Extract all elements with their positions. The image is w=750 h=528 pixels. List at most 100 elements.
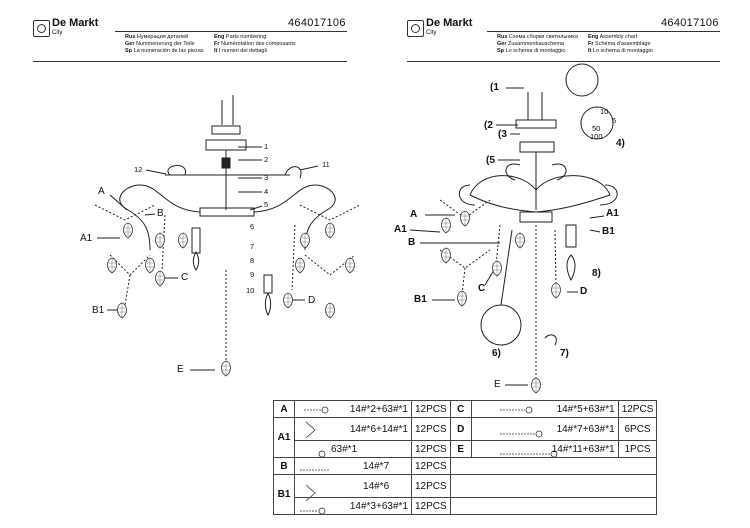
lang-line: It Lo schema di montaggio (588, 48, 653, 54)
step-label-1: (1 (490, 82, 499, 93)
dim-5: 5 (612, 116, 617, 125)
label-part-3: 3 (264, 173, 269, 182)
logo-sub: City (52, 30, 63, 36)
step-label-8: 8) (592, 268, 601, 279)
part-code: B1 (273, 474, 295, 515)
part-qty: 12PCS (617, 400, 658, 418)
logo-mark-icon (33, 19, 50, 37)
part-desc: 14#*2+63#*1 (294, 400, 412, 418)
part-qty: 12PCS (411, 497, 451, 515)
lang-block-left: Rus Нумерация деталей Ger Nummerierung d… (125, 34, 204, 55)
label-part-4: 4 (264, 187, 269, 196)
part-desc: 14#*11+63#*1 (470, 440, 619, 458)
label-e: E (177, 364, 184, 375)
header-rule (115, 31, 347, 32)
label-b1: B1 (414, 294, 427, 305)
lang-line: Ger Zusammenbauschema (497, 41, 564, 47)
lang-line: Ger Nummerierung der Teile (125, 41, 195, 47)
label-b1: B1 (92, 305, 105, 316)
table-row: B 14#*7 12PCS (273, 457, 658, 475)
product-code: 464017106 (288, 17, 346, 29)
lang-line: Fr Schéma d'assemblage (588, 41, 651, 47)
label-c: C (181, 272, 189, 283)
logo-sub: City (426, 30, 437, 36)
step-label-6: 6) (492, 348, 501, 359)
empty-cell (449, 497, 658, 515)
label-e: E (494, 379, 501, 390)
part-code: C (449, 400, 472, 418)
label-a1-arm: A1 (606, 208, 619, 219)
part-qty: 12PCS (411, 440, 451, 458)
part-qty: 12PCS (411, 474, 451, 498)
lang-line: Eng Assembly chart (588, 34, 638, 40)
part-desc: 14#*6 (294, 474, 412, 498)
part-qty: 12PCS (411, 400, 451, 418)
part-code: A1 (273, 417, 295, 458)
part-desc: 14#*5+63#*1 (470, 400, 619, 418)
empty-cell (449, 457, 658, 475)
label-c: C (478, 283, 486, 294)
label-part-5: 5 (264, 200, 269, 209)
part-qty: 12PCS (411, 457, 451, 475)
table-row: B1 14#*6 12PCS (273, 474, 658, 515)
part-desc: 14#*3+63#*1 (294, 497, 412, 515)
label-part-7: 7 (250, 242, 255, 251)
part-qty: 6PCS (617, 417, 658, 441)
product-code: 464017106 (661, 17, 719, 29)
lang-line: Sp Lo schema di montaggio (497, 48, 566, 54)
step-label-3: (3 (498, 129, 507, 140)
step-label-5: (5 (486, 155, 495, 166)
logo-name: De Markt (426, 17, 473, 29)
part-code: E (449, 440, 472, 458)
label-a1: A1 (394, 224, 407, 235)
part-qty: 1PCS (617, 440, 658, 458)
table-row: A 14#*2+63#*1 12PCS C 14#*5+63#*1 12PCS (273, 400, 658, 418)
parts-table: A 14#*2+63#*1 12PCS C 14#*5+63#*1 12PCS … (273, 400, 658, 515)
left-chandelier-drawing (94, 95, 361, 371)
lang-line: Sp La numeración de las piezas (125, 48, 204, 54)
header-rule-bottom (33, 61, 347, 62)
lang-block-right: Eng Parts numbering Fr Numérotation des … (214, 34, 296, 55)
lang-block-left: Rus Схема сборки светильника Ger Zusamme… (497, 34, 578, 55)
lang-line: Fr Numérotation des composants (214, 41, 296, 47)
table-row: 14#*3+63#*1 12PCS (274, 497, 658, 515)
part-code: B (273, 457, 295, 475)
lang-block-right: Eng Assembly chart Fr Schéma d'assemblag… (588, 34, 653, 55)
label-part-1: 1 (264, 142, 269, 151)
part-qty: 12PCS (411, 417, 451, 441)
label-part-12: 12 (134, 165, 143, 174)
table-row: 63#*1 12PCS E 14#*11+63#*1 1PCS (274, 440, 658, 458)
label-part-2: 2 (264, 155, 269, 164)
label-a: A (98, 186, 105, 197)
label-part-10: 10 (246, 286, 255, 295)
part-desc: 14#*7 (294, 457, 412, 475)
label-d: D (580, 286, 588, 297)
header-rule (487, 31, 720, 32)
lang-line: Rus Нумерация деталей (125, 34, 189, 40)
header-rule-bottom (407, 61, 720, 62)
logo-mark-icon (407, 19, 424, 37)
part-desc: 14#*7+63#*1 (470, 417, 619, 441)
lang-line: Rus Схема сборки светильника (497, 34, 578, 40)
label-part-8: 8 (250, 256, 255, 265)
label-b1-arm: B1 (602, 226, 615, 237)
dim-100: 100 (590, 132, 603, 141)
part-code: A (273, 400, 295, 418)
dim-10: 10 (600, 107, 609, 116)
label-part-6: 6 (250, 222, 255, 231)
label-a: A (410, 209, 418, 220)
label-part-9: 9 (250, 270, 255, 279)
right-chandelier-drawing (409, 63, 618, 386)
logo-name: De Markt (52, 17, 99, 29)
label-d: D (308, 295, 316, 306)
table-row: A1 14#*6+14#*1 12PCS D 14#*7+63#*1 6PCS (273, 417, 658, 458)
label-a1: A1 (80, 233, 93, 244)
step-label-2: (2 (484, 120, 493, 131)
part-desc: 14#*6+14#*1 (294, 417, 412, 441)
part-desc: 63#*1 (294, 440, 412, 458)
step-label-7: 7) (560, 348, 569, 359)
step-label-4: 4) (616, 138, 625, 149)
